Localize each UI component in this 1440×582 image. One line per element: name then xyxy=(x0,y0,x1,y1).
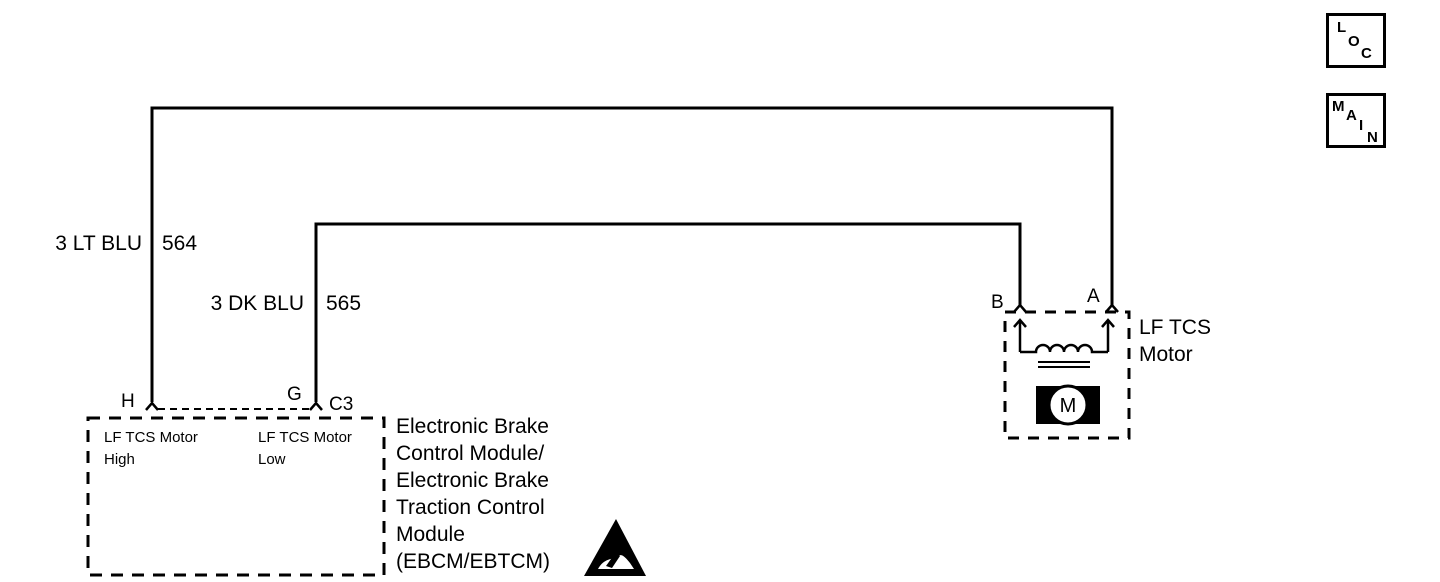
wire-565-circuit-label: 565 xyxy=(326,292,361,315)
motor-symbol-label: M xyxy=(1060,395,1077,417)
location-view-button[interactable]: L O C xyxy=(1326,13,1386,68)
ebcm-pin-h-label: H xyxy=(121,391,135,412)
motor-symbol-icon xyxy=(1036,384,1100,426)
ebcm-pin-h-function-line2: High xyxy=(104,451,135,468)
wire-565 xyxy=(314,222,1022,402)
ebcm-name-line: Module xyxy=(396,523,465,546)
wire-564 xyxy=(150,106,1114,402)
esd-warning-icon xyxy=(584,519,646,576)
main-letter: I xyxy=(1359,117,1364,134)
wire-565-color-label: 3 DK BLU xyxy=(211,292,304,315)
motor-pin-a-label: A xyxy=(1087,286,1100,307)
ebcm-pin-g-function-line2: Low xyxy=(258,451,286,468)
ebcm-name-line: Traction Control xyxy=(396,496,545,519)
loc-letter: L xyxy=(1337,19,1347,36)
main-letter: M xyxy=(1332,98,1345,115)
main-letter: N xyxy=(1367,129,1378,146)
ebcm-connector-label: C3 xyxy=(329,394,353,415)
ebcm-module-box xyxy=(86,416,386,577)
wire-564-color-label: 3 LT BLU xyxy=(55,232,142,255)
motor-coil xyxy=(1020,343,1108,354)
ebcm-terminal-h xyxy=(145,401,159,411)
wire-564-circuit-label: 564 xyxy=(162,232,197,255)
main-view-button[interactable]: M A I N xyxy=(1326,93,1386,148)
ebcm-terminal-g xyxy=(309,401,323,411)
ebcm-name-line: (EBCM/EBTCM) xyxy=(396,550,550,573)
motor-component-box xyxy=(1003,310,1131,440)
ebcm-name-line: Electronic Brake xyxy=(396,415,549,438)
ebcm-name: Electronic Brake Control Module/ Electro… xyxy=(396,415,550,573)
ebcm-name-line: Electronic Brake xyxy=(396,469,549,492)
ebcm-pin-g-function-line1: LF TCS Motor xyxy=(258,429,352,446)
motor-terminal-a xyxy=(1105,303,1119,313)
ebcm-pin-h-function-line1: LF TCS Motor xyxy=(104,429,198,446)
motor-internal-lead-a xyxy=(1101,318,1115,352)
loc-letter: O xyxy=(1348,33,1360,50)
motor-name-line: Motor xyxy=(1139,343,1193,366)
loc-letter: C xyxy=(1361,45,1372,62)
ebcm-pin-g-label: G xyxy=(287,384,302,405)
motor-internal-lead-b xyxy=(1013,318,1027,352)
motor-name-line: LF TCS xyxy=(1139,316,1211,339)
ebcm-name-line: Control Module/ xyxy=(396,442,544,465)
main-letter: A xyxy=(1346,107,1357,124)
motor-terminal-b xyxy=(1013,303,1027,313)
motor-pin-b-label: B xyxy=(991,292,1004,313)
